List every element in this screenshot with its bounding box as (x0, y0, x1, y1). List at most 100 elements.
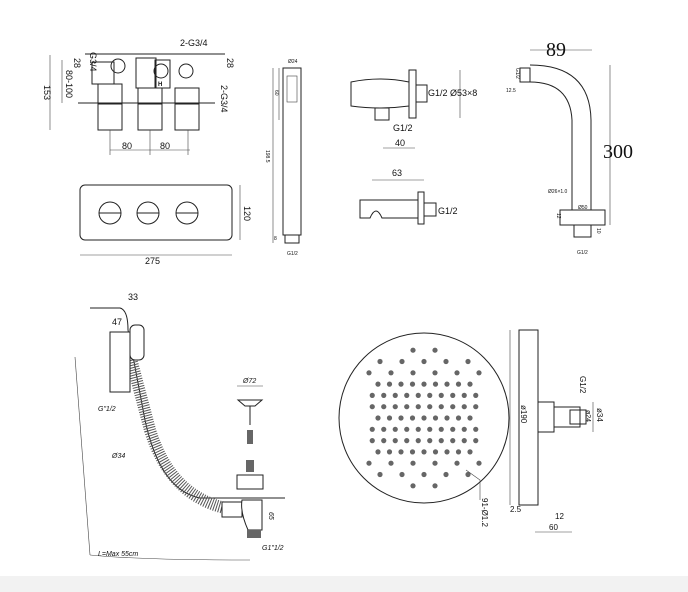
spray-nozzle (404, 404, 410, 410)
spray-nozzle (369, 392, 375, 398)
spray-nozzle (421, 415, 427, 421)
label-g-half: G"1/2 (98, 406, 116, 413)
spray-nozzle (392, 404, 398, 410)
label-80-100: 80-100 (64, 70, 74, 98)
spray-nozzle (450, 426, 456, 432)
label-g12-hand: G1/2 (287, 251, 298, 257)
label-2-5: 2.5 (510, 505, 522, 514)
label-40: 40 (395, 138, 405, 148)
label-holes: 91-Ø1.2 (480, 498, 489, 527)
spray-nozzle (438, 438, 444, 444)
hand-shower-drawing: Ø24 60 198.5 8 G1/2 (264, 59, 302, 257)
spray-nozzle (421, 471, 427, 478)
spray-nozzle (427, 392, 433, 398)
spray-nozzle (461, 438, 467, 444)
spray-nozzle (461, 404, 467, 410)
label-g12-holder: G1/2 (438, 206, 458, 216)
spray-nozzle (455, 381, 462, 387)
spray-nozzle (369, 404, 375, 410)
spray-nozzle (432, 370, 438, 376)
spray-nozzle (377, 358, 383, 365)
spray-nozzle (392, 392, 398, 398)
bath-waste-drawing: 33 47 G"1/2 Ø34 Ø72 L=Max 55cm G1"1/2 65 (74, 292, 285, 561)
spray-nozzle (415, 404, 421, 410)
spray-nozzle (381, 438, 387, 444)
label-2-g34-side: 2-G3/4 (219, 85, 229, 113)
label-d34-head: ø34 (595, 408, 604, 422)
spray-nozzle (432, 483, 438, 489)
label-d50: Ø50 (578, 205, 588, 211)
spray-nozzle (398, 415, 404, 421)
spray-nozzle (399, 358, 405, 365)
spray-nozzle (369, 426, 375, 432)
spray-nozzle (454, 460, 460, 466)
label-89: 89 (546, 39, 566, 61)
label-d24-head: ø24 (584, 410, 591, 422)
label-28-right: 28 (225, 58, 235, 68)
spray-nozzle (427, 426, 433, 432)
spray-nozzle (444, 449, 450, 455)
bottom-bar (0, 576, 688, 592)
spray-nozzle (443, 358, 449, 365)
label-arm-g12: G1/2 (514, 68, 520, 79)
spray-nozzle (438, 426, 444, 432)
label-g1-half: G1"1/2 (262, 545, 284, 552)
spray-nozzle (410, 460, 416, 466)
label-65: 65 (267, 512, 274, 520)
spray-nozzle (410, 347, 416, 353)
spray-nozzle (415, 438, 421, 444)
spray-nozzle (450, 404, 456, 410)
spray-nozzle (476, 370, 482, 376)
spray-nozzle (369, 438, 375, 444)
spray-nozzle (421, 358, 427, 365)
shower-arm-drawing: 89 300 G1/2 12.5 Ø26×1.0 Ø50 12 10 G1/2 (506, 39, 633, 256)
label-60: 60 (273, 90, 279, 96)
spray-nozzle (375, 381, 381, 387)
spray-nozzle (392, 438, 398, 444)
label-d72: Ø72 (242, 378, 256, 385)
label-275: 275 (145, 256, 160, 266)
spray-nozzle (473, 438, 479, 444)
spray-nozzle (415, 392, 421, 398)
spray-nozzle (375, 415, 381, 421)
label-arm-bottom-g12: G1/2 (577, 250, 588, 256)
spray-nozzle (465, 358, 471, 365)
spray-nozzle (450, 438, 456, 444)
label-arm-10: 10 (595, 228, 601, 234)
label-head-g12: G1/2 (578, 376, 587, 394)
spray-nozzle (421, 381, 427, 387)
label-g12-outlet: G1/2 (428, 88, 448, 98)
spray-nozzle (381, 404, 387, 410)
spray-nozzle (377, 471, 383, 478)
spray-nozzle (409, 381, 416, 387)
spray-nozzle (398, 381, 404, 387)
label-8: 8 (274, 236, 277, 242)
spray-nozzle (375, 449, 381, 455)
spray-nozzle (381, 392, 387, 398)
spray-nozzle (421, 449, 427, 455)
spray-nozzle (388, 370, 394, 376)
spray-nozzle (366, 460, 372, 466)
spray-nozzle (473, 392, 479, 398)
label-length: L=Max 55cm (98, 551, 138, 558)
label-d24: Ø24 (288, 59, 298, 65)
spray-nozzle (444, 381, 450, 387)
spray-nozzle (409, 415, 416, 421)
spray-nozzle (438, 404, 444, 410)
label-arm-12: 12 (555, 213, 561, 219)
label-198-5: 198.5 (264, 150, 270, 163)
label-120: 120 (242, 206, 252, 221)
spray-nozzle (476, 460, 482, 466)
label-hot: H (158, 82, 162, 88)
label-g12-outlet-bottom: G1/2 (393, 123, 413, 133)
spray-nozzle (388, 460, 394, 466)
label-g34: G3/4 (88, 52, 98, 72)
shower-holder-drawing: 63 G1/2 (359, 168, 458, 225)
spray-nozzle (386, 449, 393, 455)
spray-nozzle (432, 415, 439, 421)
spray-nozzle (465, 471, 471, 478)
spray-nozzle (432, 449, 439, 455)
spray-nozzle (473, 404, 479, 410)
spray-nozzle (366, 370, 372, 376)
